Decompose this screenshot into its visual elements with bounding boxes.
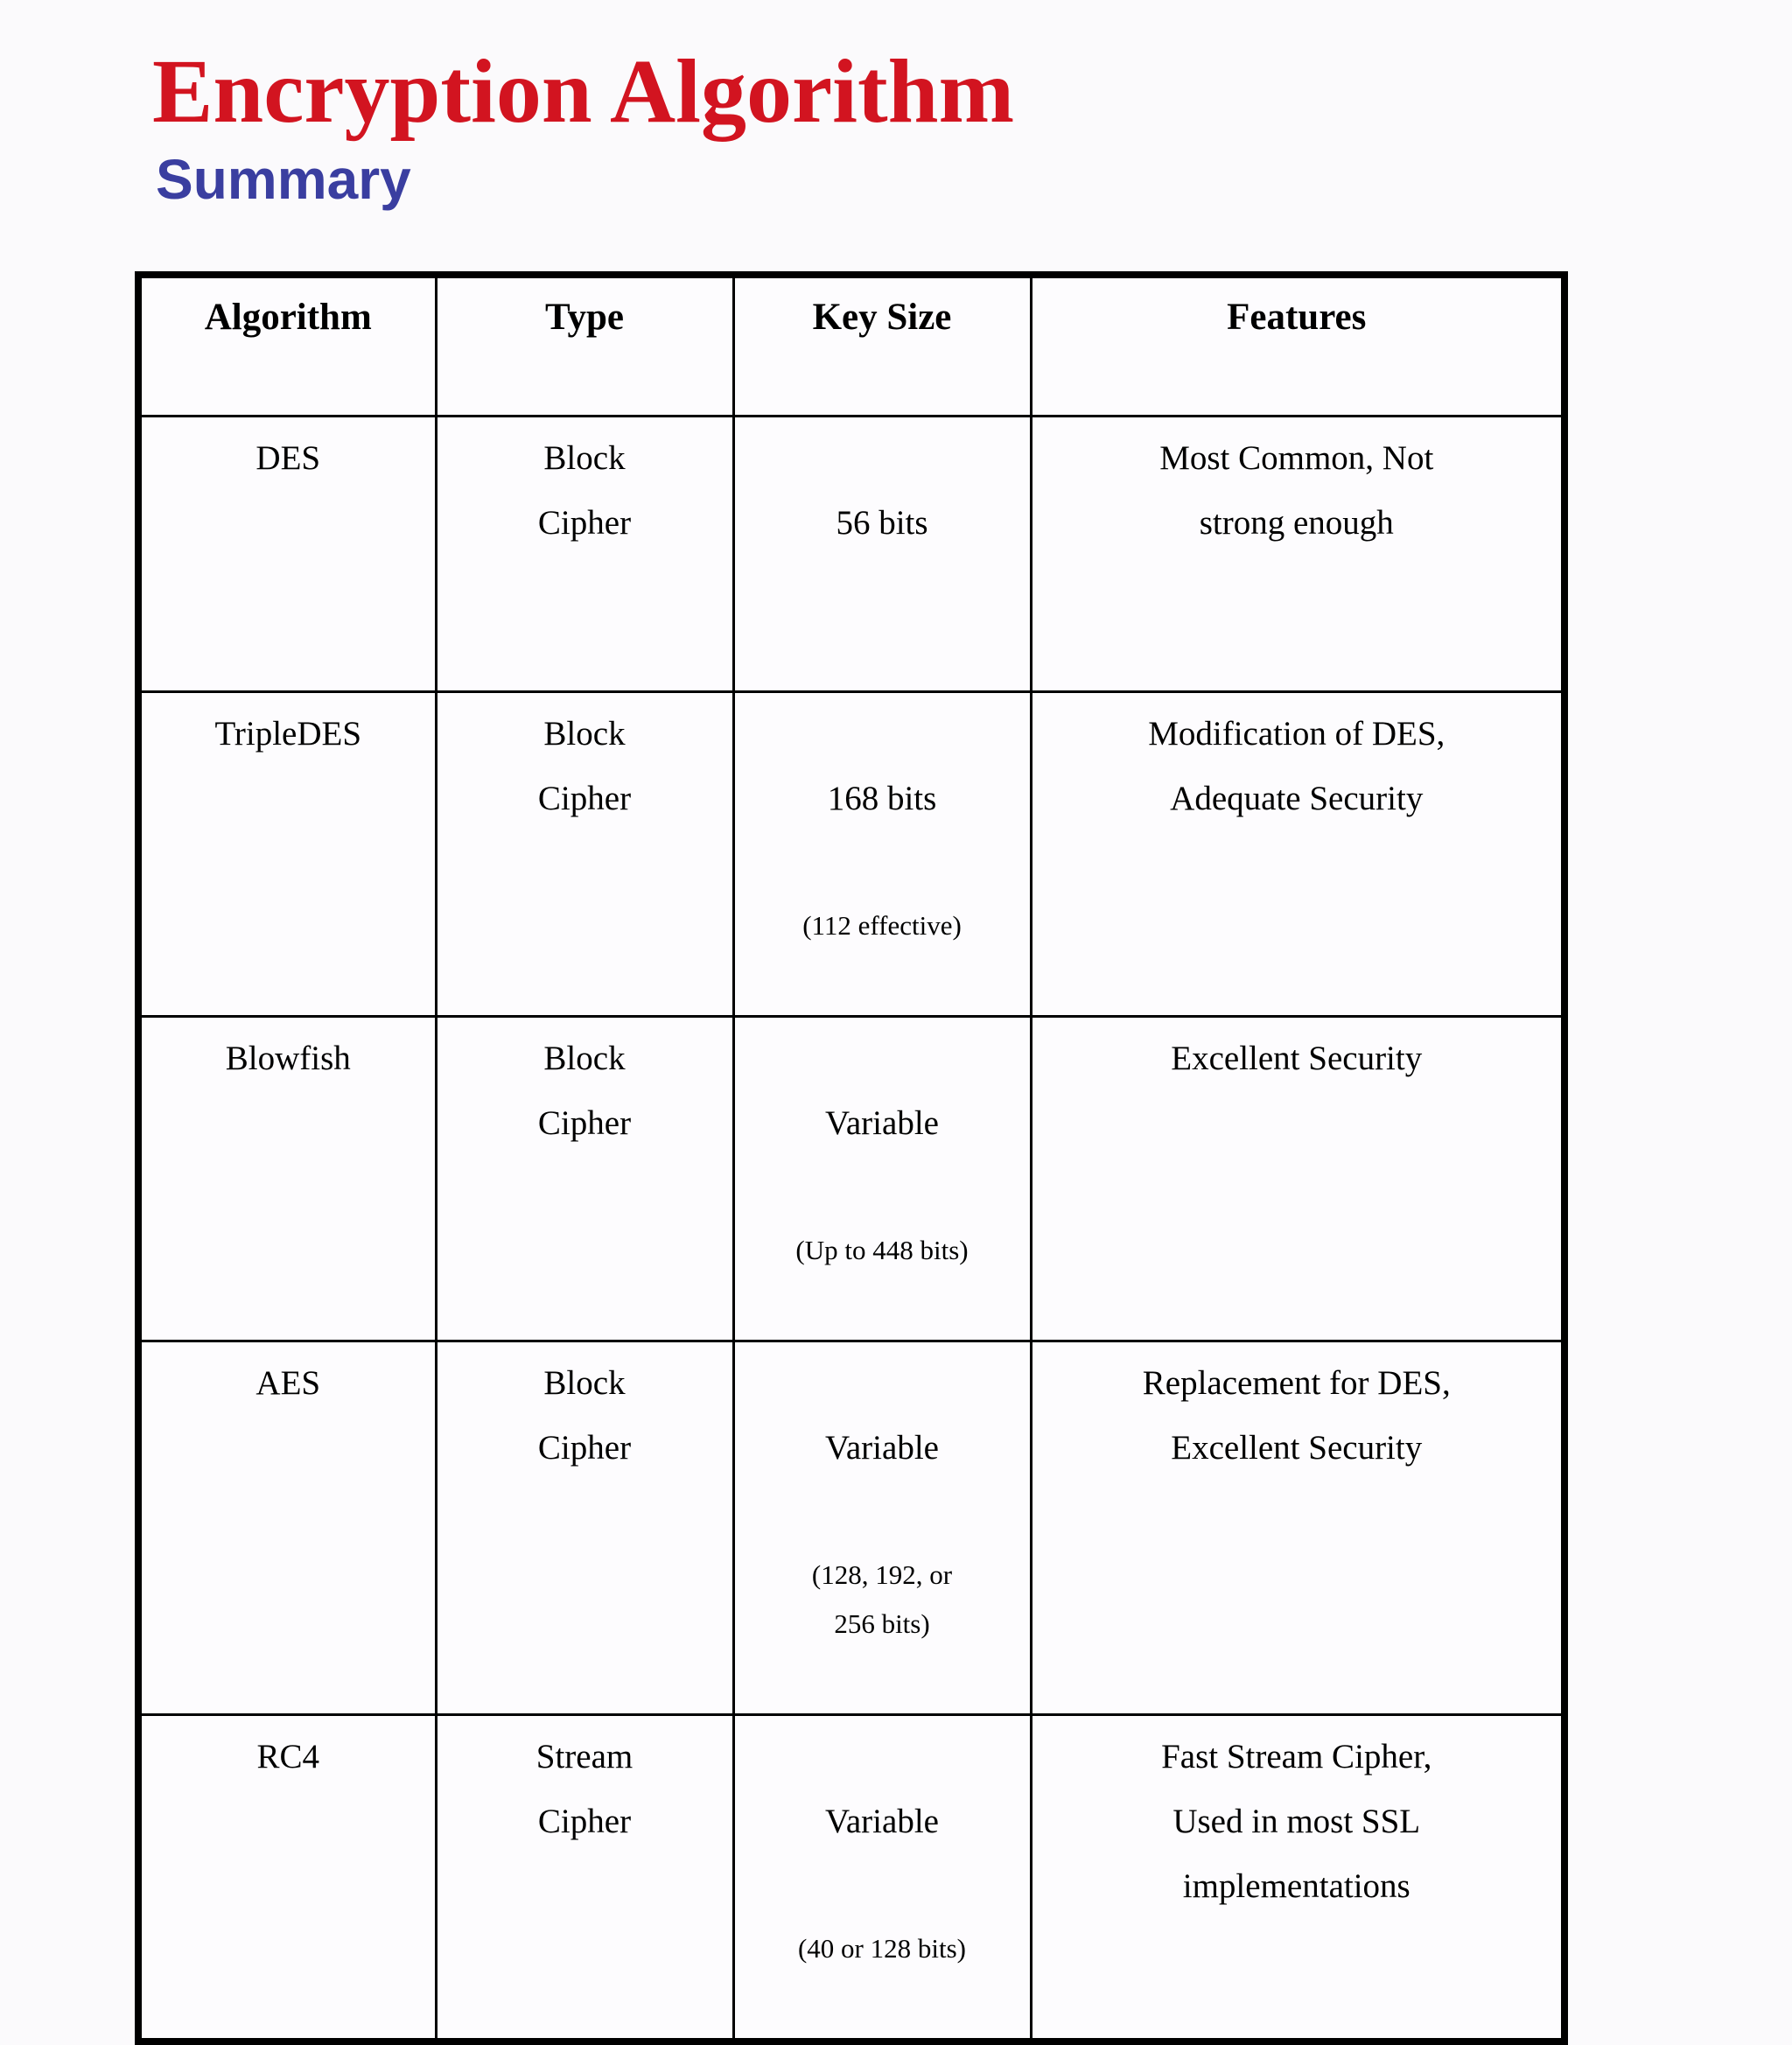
cell-key-size: 56 bits — [732, 415, 1032, 693]
key-size-note: (40 or 128 bits) — [797, 1933, 966, 1964]
table-row: RC4 Stream Cipher Variable (40 or 128 bi… — [136, 1713, 1566, 2043]
cell-key-size: Variable (128, 192, or 256 bits) — [732, 1340, 1032, 1716]
column-header-type: Type — [434, 273, 735, 417]
cell-features: Excellent Security — [1029, 1015, 1566, 1342]
cell-features: Replacement for DES, Excellent Security — [1029, 1340, 1566, 1716]
column-header-features: Features — [1029, 273, 1566, 417]
cell-type: Block Cipher — [434, 1340, 735, 1716]
key-size-value: Variable — [825, 1104, 939, 1142]
cell-key-size: 168 bits (112 effective) — [732, 690, 1032, 1018]
cell-type: Block Cipher — [434, 1015, 735, 1342]
cell-key-size: Variable (Up to 448 bits) — [732, 1015, 1032, 1342]
key-size-value: Variable — [825, 1803, 939, 1840]
cell-algorithm: Blowfish — [136, 1015, 438, 1342]
table-row: AES Block Cipher Variable (128, 192, or … — [136, 1340, 1566, 1716]
key-size-note: (128, 192, or 256 bits) — [811, 1559, 953, 1639]
table-row: Blowfish Block Cipher Variable (Up to 44… — [136, 1015, 1566, 1342]
cell-features: Fast Stream Cipher, Used in most SSL imp… — [1029, 1713, 1566, 2043]
cell-algorithm: AES — [136, 1340, 438, 1716]
key-size-value: 168 bits — [827, 780, 937, 817]
page-title: Encryption Algorithm — [152, 41, 1015, 142]
table-header-row: Algorithm Type Key Size Features — [136, 273, 1566, 417]
cell-type: Block Cipher — [434, 415, 735, 693]
key-size-value: Variable — [825, 1429, 939, 1467]
column-header-algorithm: Algorithm — [136, 273, 438, 417]
table-row: TripleDES Block Cipher 168 bits (112 eff… — [136, 690, 1566, 1018]
key-size-value: 56 bits — [836, 504, 928, 542]
table-row: DES Block Cipher 56 bits Most Common, No… — [136, 415, 1566, 693]
cell-type: Block Cipher — [434, 690, 735, 1018]
page-subtitle: Summary — [156, 148, 411, 211]
cell-features: Most Common, Not strong enough — [1029, 415, 1566, 693]
key-size-note: (Up to 448 bits) — [795, 1235, 969, 1265]
cell-algorithm: TripleDES — [136, 690, 438, 1018]
encryption-algorithm-summary-table: Algorithm Type Key Size Features DES Blo… — [135, 271, 1568, 2045]
cell-algorithm: DES — [136, 415, 438, 693]
column-header-key-size: Key Size — [732, 273, 1032, 417]
key-size-note: (112 effective) — [802, 910, 962, 941]
cell-type: Stream Cipher — [434, 1713, 735, 2043]
cell-features: Modification of DES, Adequate Security — [1029, 690, 1566, 1018]
cell-key-size: Variable (40 or 128 bits) — [732, 1713, 1032, 2043]
cell-algorithm: RC4 — [136, 1713, 438, 2043]
